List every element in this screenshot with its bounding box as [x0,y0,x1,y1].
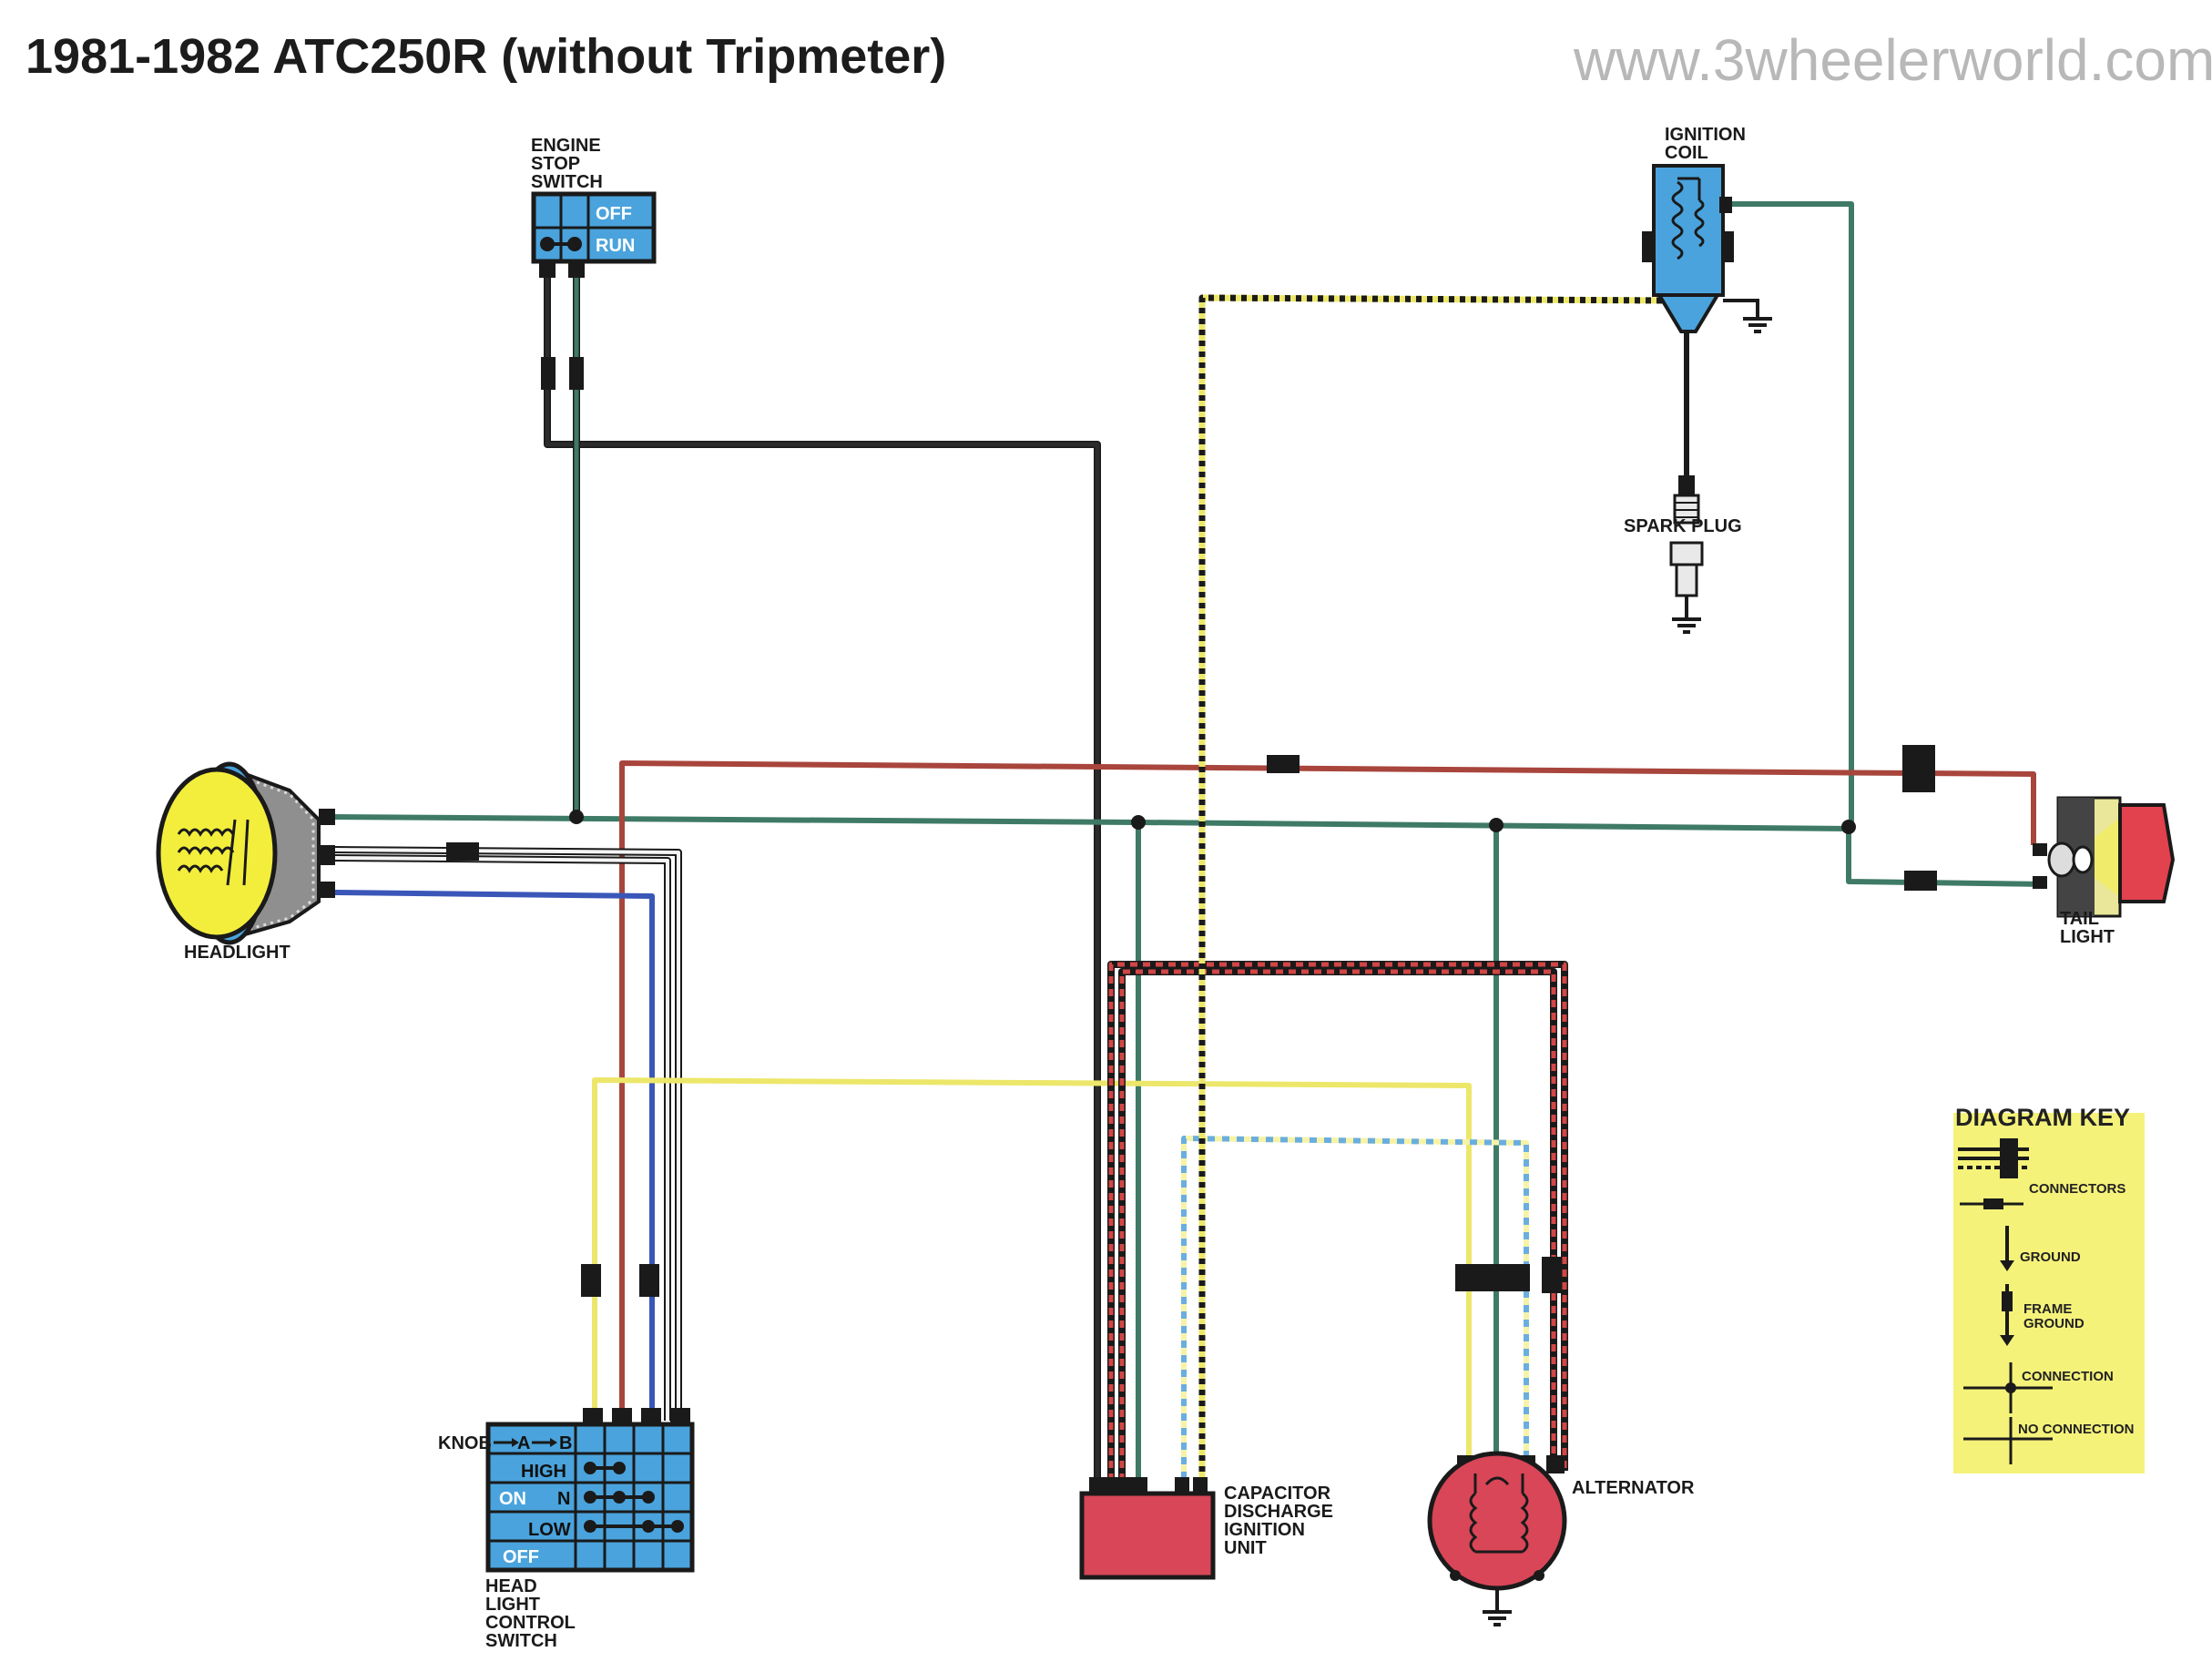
connector [1904,871,1937,891]
wire-red-headlight-switch-tail [619,760,2036,1421]
cdi-unit [1079,1477,1216,1580]
switch-low-label: LOW [528,1520,571,1540]
ignition-coil-label-1: IGNITION [1665,125,1746,145]
stop-switch-run-label: RUN [596,236,635,256]
wires [329,201,2048,1507]
ignition-coil-label-2: COIL [1665,143,1708,163]
headlight-switch-label-1: HEAD [485,1576,537,1596]
connector [1902,745,1935,792]
diagram-key: DIAGRAM KEY CONNECTORS GROUND FRAME GROU… [1953,1104,2145,1473]
connector [639,1264,659,1297]
connector [1542,1257,1562,1293]
headlight-switch-label-4: SWITCH [485,1631,557,1651]
page-title: 1981-1982 ATC250R (without Tripmeter) [25,29,946,84]
wire-white-headlight-switch [334,846,682,1421]
headlight-label: HEADLIGHT [184,943,291,963]
connector [569,357,584,390]
junction-dot [569,810,584,824]
headlight-switch-label-3: CONTROL [485,1613,576,1633]
spark-plug [1669,475,1704,634]
connector [581,1264,601,1297]
key-no-connection-label: NO CONNECTION [2018,1422,2135,1437]
wire-blue-headlight-switch [334,890,655,1421]
cdi-label-4: UNIT [1224,1538,1267,1558]
headlight-switch-label-2: LIGHT [485,1595,540,1615]
website-watermark: www.3wheelerworld.com [1573,27,2212,93]
key-frame-ground-label: GROUND [2023,1316,2085,1331]
diagram-key-title: DIAGRAM KEY [1955,1104,2130,1131]
connector [1455,1264,1530,1291]
engine-stop-switch[interactable]: OFF RUN [531,191,657,278]
alternator [1427,1451,1567,1626]
connector [446,842,479,861]
tail-light [2033,796,2176,918]
cdi-label-1: CAPACITOR [1224,1484,1331,1504]
engine-stop-switch-label-3: SWITCH [531,172,603,192]
connector [541,357,556,390]
switch-b-label: B [559,1433,572,1453]
key-frame-label: FRAME [2023,1301,2072,1317]
connector [1267,755,1300,773]
wire-red-black-cdi-alternator [1107,961,1568,1494]
engine-stop-switch-label-2: STOP [531,154,580,174]
tail-light-label-2: LIGHT [2060,927,2115,947]
switch-a-label: A [517,1433,530,1453]
switch-off-label: OFF [503,1547,539,1567]
wire-green-ignition-coil [1730,201,1854,829]
stop-switch-off-label: OFF [596,204,632,224]
wire-blue-white-cdi-alternator [1181,1136,1529,1494]
switch-high-label: HIGH [521,1462,566,1482]
junction-dots [569,810,1856,834]
key-connectors-label: CONNECTORS [2029,1181,2125,1197]
key-connection-label: CONNECTION [2022,1369,2114,1384]
engine-stop-switch-label-1: ENGINE [531,136,601,156]
alternator-label: ALTERNATOR [1572,1478,1695,1498]
junction-dot [1131,815,1146,830]
tail-light-label-1: TAIL [2060,909,2099,929]
cdi-label-3: IGNITION [1224,1520,1305,1540]
junction-dot [1841,820,1856,834]
switch-knob-label: KNOB [438,1433,492,1453]
headlight [156,761,335,945]
wire-black-stop-switch-cdi [544,273,1101,1507]
key-ground-label: GROUND [2020,1249,2081,1265]
switch-on-label: ON [499,1489,526,1509]
switch-n-label: N [557,1489,570,1509]
wire-yellow-black-cdi-ignition-coil [1198,294,1669,1494]
spark-plug-label: SPARK PLUG [1624,516,1742,536]
headlight-control-switch[interactable]: A B HIGH ON N LOW OFF [485,1408,695,1573]
junction-dot [1489,818,1504,832]
cdi-label-2: DISCHARGE [1224,1502,1333,1522]
ignition-coil [1642,164,1772,333]
inline-connectors [446,357,1937,1297]
